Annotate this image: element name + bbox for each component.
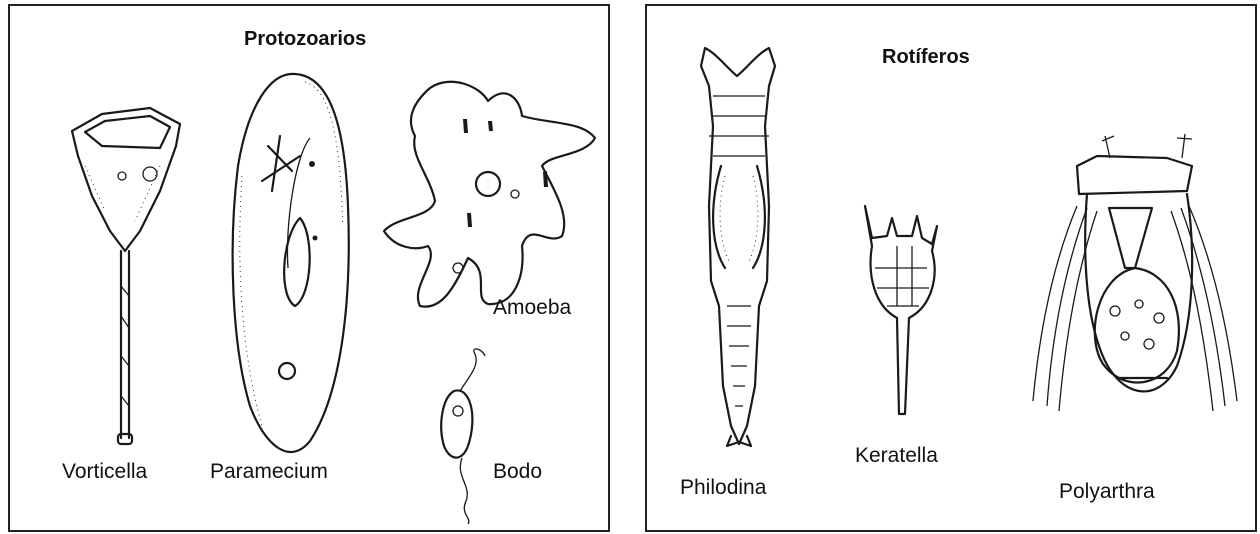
bodo-label: Bodo: [493, 460, 542, 484]
polyarthra-label: Polyarthra: [1059, 480, 1155, 504]
bodo-drawing: [10, 6, 612, 534]
protozoa-panel: Protozoarios Vorticella Paramecium Amoeb…: [8, 4, 610, 532]
polyarthra-drawing: [647, 6, 1259, 534]
rotifers-panel: Rotíferos Philodina Keratella Polyarthra: [645, 4, 1257, 532]
